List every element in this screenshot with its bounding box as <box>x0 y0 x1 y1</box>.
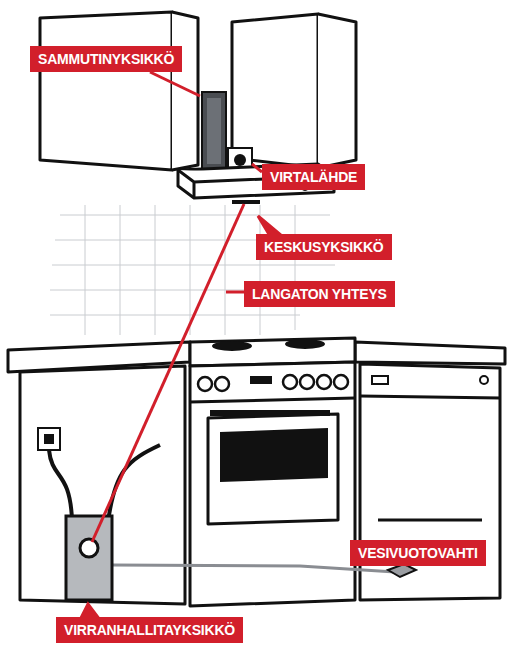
lower-cabinet <box>20 366 185 604</box>
label-tag: KESKUSYKSIKKÖ <box>256 234 392 260</box>
dishwasher-knob <box>480 376 488 384</box>
unit-dial <box>80 539 98 557</box>
burner <box>285 339 325 349</box>
burner <box>212 341 252 351</box>
wireless-link <box>92 204 244 542</box>
upper-cabinet-right <box>232 14 356 168</box>
label-text: VIRTALÄHDE <box>270 169 357 185</box>
wall-socket <box>38 428 60 450</box>
knobs <box>198 375 348 391</box>
label-text: VIRRANHALLITAYKSIKKÖ <box>64 622 235 638</box>
power-control-unit <box>66 516 112 600</box>
extinguisher-unit <box>202 92 226 170</box>
cable <box>49 450 72 520</box>
oven-handle <box>210 410 330 416</box>
leader-lines <box>80 72 408 620</box>
socket-hole <box>44 434 54 444</box>
upper-cabinet-left <box>40 12 198 170</box>
stove-display <box>250 376 272 384</box>
plug <box>234 154 246 166</box>
dishwasher-button <box>372 376 388 384</box>
label-text: VESIVUOTOVAHTI <box>358 545 478 561</box>
label-tag: SAMMUTINYKSIKKÖ <box>30 46 182 72</box>
cable <box>108 445 160 522</box>
label-text: LANGATON YHTEYS <box>252 286 387 302</box>
central-unit <box>232 200 260 204</box>
oven-window <box>220 428 328 482</box>
label-tag: VIRTALÄHDE <box>262 164 365 190</box>
sensor-cable <box>112 565 395 572</box>
label-tag: LANGATON YHTEYS <box>244 281 395 307</box>
extinguisher-face <box>207 98 221 164</box>
label-tag: VESIVUOTOVAHTI <box>350 540 486 566</box>
label-text: SAMMUTINYKSIKKÖ <box>38 51 174 67</box>
label-tag: VIRRANHALLITAYKSIKKÖ <box>56 617 243 643</box>
label-text: KESKUSYKSIKKÖ <box>264 239 384 255</box>
